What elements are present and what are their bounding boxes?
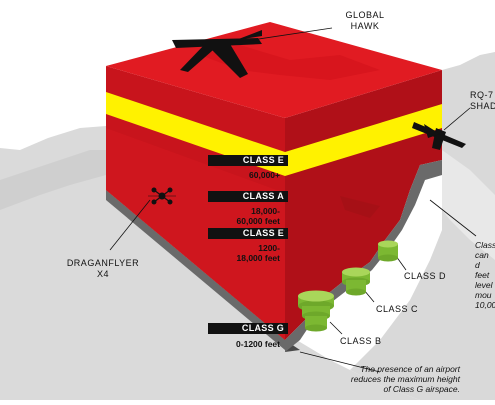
class-e-lower-tag: CLASS E: [208, 228, 288, 239]
global-hawk-label: GLOBAL HAWK: [330, 10, 400, 32]
rq7-shadow-label-line2: SHADO: [470, 101, 495, 111]
class-a-altitude: 18,000- 60,000 feet: [236, 206, 280, 226]
airport-note-line3: of Class G airspace.: [383, 384, 460, 394]
class-e-lower-front: [106, 128, 285, 340]
terrain-left: [0, 126, 420, 400]
global-hawk-drone-icon: [172, 30, 262, 78]
class-e-note-line2: can d: [475, 250, 489, 270]
leader-airport-note: [299, 351, 381, 373]
draganflyer-label: DRAGANFLYER X4: [58, 258, 148, 280]
class-e-note-line4: level: [475, 280, 493, 290]
airport-note: The presence of an airport reduces the m…: [330, 364, 460, 394]
global-hawk-label-line1: GLOBAL: [345, 10, 385, 20]
global-hawk-label-line2: HAWK: [350, 21, 380, 31]
drone-shadow: [340, 196, 380, 218]
rq7-shadow-label-line1: RQ-7: [470, 90, 494, 100]
class-d-label: CLASS D: [404, 271, 447, 281]
leader-class-e-note: [429, 199, 477, 237]
class-a-boundary-side: [285, 104, 442, 176]
class-g-altitude: 0-1200 feet: [236, 339, 280, 349]
class-a-tag: CLASS A: [208, 191, 288, 202]
class-e-upper-altitude: 60,000+: [249, 170, 280, 180]
class-e-upper-tag: CLASS E: [208, 155, 288, 166]
class-e-lower-altitude: 1200- 18,000 feet: [236, 243, 280, 263]
class-d-airspace-cylinder: [378, 240, 398, 262]
leader-global-hawk: [251, 27, 333, 41]
class-e-note-line1: Class: [475, 240, 495, 250]
leader-shadow: [443, 107, 471, 131]
block-base-front: [106, 190, 285, 350]
class-e-note-line6: 10,00: [475, 300, 495, 310]
leader-class-b: [329, 321, 343, 335]
rq7-shadow-label: RQ-7 SHADO: [470, 90, 495, 112]
airport-note-line2: reduces the maximum height: [350, 374, 460, 384]
class-b-label: CLASS B: [340, 336, 382, 346]
class-e-note-line5: mou: [475, 290, 492, 300]
class-c-airspace-cylinder: [342, 267, 370, 296]
top-terrain-texture: [200, 45, 380, 80]
class-e-cut-note: Class can d feet level mou 10,00: [475, 240, 495, 310]
class-b-airspace-cylinder: [298, 290, 334, 332]
draganflyer-label-line2: X4: [96, 269, 109, 279]
terrain-ridge-left: [0, 150, 106, 210]
terrain-right-light: [442, 150, 495, 260]
airport-note-line1: The presence of an airport: [360, 364, 460, 374]
class-c-label: CLASS C: [376, 304, 419, 314]
draganflyer-quadcopter-icon: [148, 187, 176, 205]
class-g-tag: CLASS G: [208, 323, 288, 334]
class-e-note-line3: feet: [475, 270, 490, 280]
leader-draganflyer: [109, 199, 151, 251]
terrain-right: [350, 52, 495, 400]
rq7-shadow-drone-icon: [412, 122, 466, 150]
draganflyer-label-line1: DRAGANFLYER: [66, 258, 140, 268]
